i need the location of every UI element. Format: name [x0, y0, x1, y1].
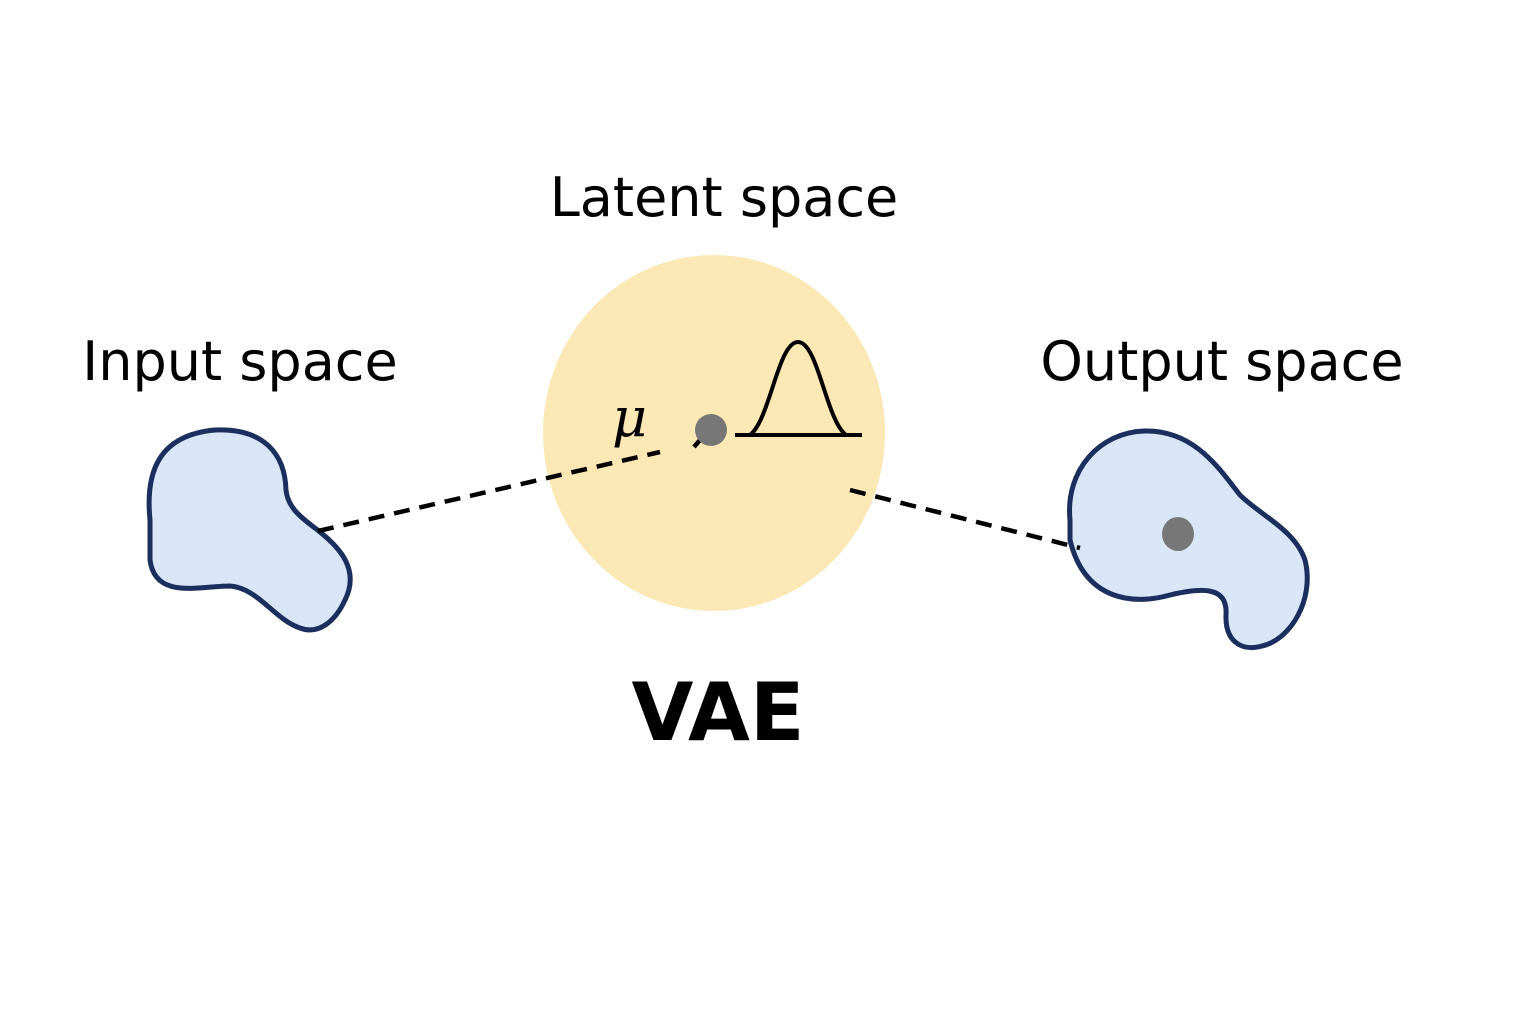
latent-to-output-dashed-line: [849, 487, 1081, 551]
output-space-label: Output space: [1040, 330, 1403, 393]
mu-label: μ: [612, 386, 647, 449]
input-space-label: Input space: [82, 330, 397, 393]
latent-space-label: Latent space: [550, 166, 899, 229]
vae-label: VAE: [631, 666, 804, 759]
output-point: [1162, 517, 1194, 551]
gaussian-curve-icon: [735, 339, 862, 437]
latent-point-connector-dash: [692, 438, 702, 449]
input-space-blob: [146, 427, 353, 633]
latent-point: [695, 414, 727, 446]
input-to-latent-dashed-line: [317, 449, 661, 534]
